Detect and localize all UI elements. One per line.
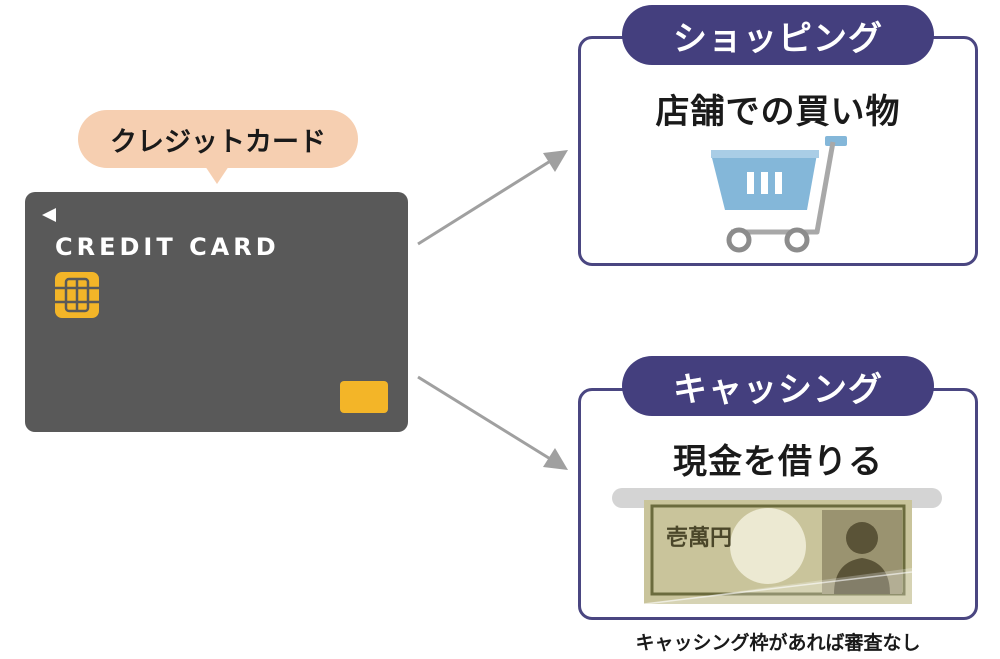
card-triangle-mark	[42, 208, 56, 222]
shopping-cart-icon	[711, 136, 847, 253]
cashing-footnote: キャッシング枠があれば審査なし	[635, 632, 921, 654]
shopping-tag-label: ショッピング	[673, 18, 883, 59]
arrow-to-cashing	[417, 375, 568, 470]
ic-chip-icon	[55, 272, 99, 318]
credit-card-label-bubble: クレジットカード	[78, 110, 358, 168]
card-small-chip	[340, 381, 388, 413]
bubble-tail	[205, 166, 229, 184]
banknote-text: 壱萬円	[666, 526, 733, 551]
banknote-icon: 壱萬円	[612, 488, 952, 606]
credit-card-label: クレジットカード	[110, 126, 326, 158]
arrow-to-shopping	[417, 150, 568, 246]
shopping-tag: ショッピング	[622, 5, 934, 65]
cashing-subtitle: 現金を借りる	[673, 442, 883, 482]
shopping-subtitle: 店舗での買い物	[655, 92, 901, 132]
cashing-tag-label: キャッシング	[673, 369, 883, 410]
cashing-tag: キャッシング	[622, 356, 934, 416]
card-text: CREDIT CARD	[55, 233, 280, 261]
